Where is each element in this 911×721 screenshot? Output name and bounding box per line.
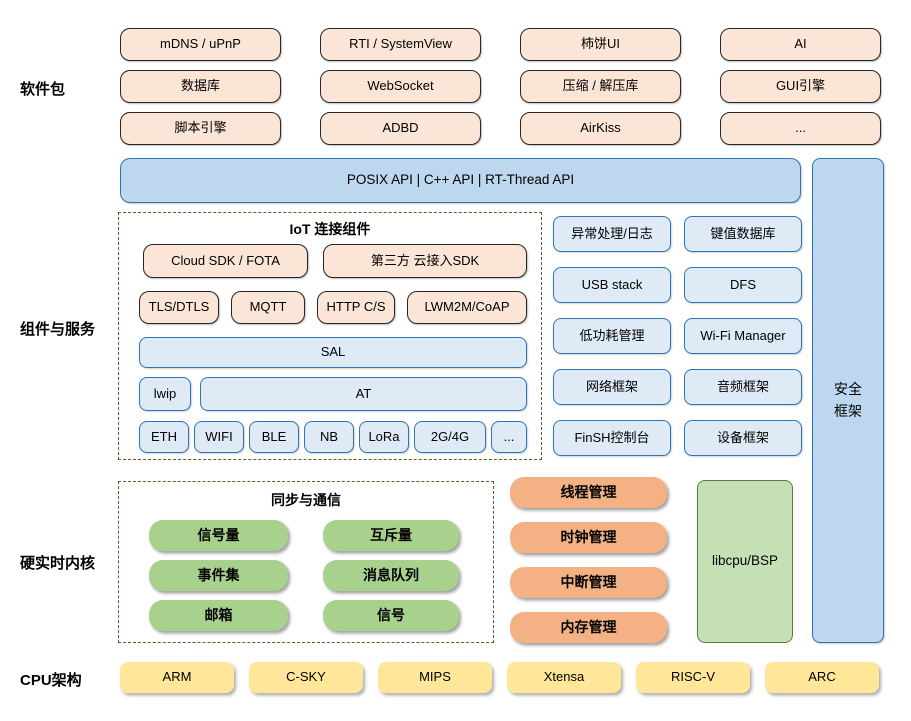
iot-components-box: IoT 连接组件 Cloud SDK / FOTA 第三方 云接入SDK TLS… (118, 212, 542, 460)
api-bar: POSIX API | C++ API | RT-Thread API (120, 158, 801, 203)
package-box-database: 数据库 (120, 70, 281, 103)
lwip-at-row: lwip AT (139, 377, 527, 411)
sal-box: SAL (139, 337, 527, 368)
finsh-console-box: FinSH控制台 (553, 420, 671, 456)
sync-grid: 信号量 互斥量 事件集 消息队列 邮箱 信号 (149, 520, 459, 631)
link-layer-row: ETH WIFI BLE NB LoRa 2G/4G ... (139, 421, 527, 453)
semaphore-pill: 信号量 (149, 520, 288, 551)
thread-mgmt-pill: 线程管理 (510, 477, 667, 508)
eth-box: ETH (139, 421, 189, 453)
low-power-mgmt-box: 低功耗管理 (553, 318, 671, 354)
dfs-box: DFS (684, 267, 802, 303)
exception-log-box: 异常处理/日志 (553, 216, 671, 252)
iot-components-title: IoT 连接组件 (289, 221, 371, 237)
label-software-packages: 软件包 (20, 81, 66, 98)
arm-box: ARM (120, 662, 234, 693)
package-box-rti-systemview: RTI / SystemView (320, 28, 481, 61)
iot-protocol-row: TLS/DTLS MQTT HTTP C/S LWM2M/CoAP (139, 291, 527, 324)
label-components-services: 组件与服务 (20, 321, 96, 338)
services-grid: 异常处理/日志 键值数据库 USB stack DFS 低功耗管理 Wi-Fi … (553, 216, 802, 456)
third-party-cloud-sdk-box: 第三方 云接入SDK (323, 244, 527, 278)
c-sky-box: C-SKY (249, 662, 363, 693)
package-box-websocket: WebSocket (320, 70, 481, 103)
clock-mgmt-pill: 时钟管理 (510, 522, 667, 553)
package-box-gui-engine: GUI引擎 (720, 70, 881, 103)
package-box-ai: AI (720, 28, 881, 61)
lwip-box: lwip (139, 377, 191, 411)
mqtt-box: MQTT (231, 291, 305, 324)
mips-box: MIPS (378, 662, 492, 693)
wifi-manager-box: Wi-Fi Manager (684, 318, 802, 354)
xtensa-box: Xtensa (507, 662, 621, 693)
cloud-sdk-fota-box: Cloud SDK / FOTA (143, 244, 308, 278)
package-box-script-engine: 脚本引擎 (120, 112, 281, 145)
risc-v-box: RISC-V (636, 662, 750, 693)
cpu-architecture-row: ARM C-SKY MIPS Xtensa RISC-V ARC (120, 662, 879, 693)
kv-database-box: 键值数据库 (684, 216, 802, 252)
security-framework-bar: 安全框架 (812, 158, 884, 643)
label-hard-realtime-kernel: 硬实时内核 (20, 555, 96, 572)
message-queue-pill: 消息队列 (323, 560, 459, 591)
tls-dtls-box: TLS/DTLS (139, 291, 219, 324)
mutex-pill: 互斥量 (323, 520, 459, 551)
package-box-airkiss: AirKiss (520, 112, 681, 145)
package-box-more: ... (720, 112, 881, 145)
label-cpu-architecture: CPU架构 (20, 672, 82, 689)
signal-pill: 信号 (323, 600, 459, 631)
iot-cloud-row: Cloud SDK / FOTA 第三方 云接入SDK (143, 244, 527, 278)
event-set-pill: 事件集 (149, 560, 288, 591)
arc-box: ARC (765, 662, 879, 693)
package-box-mdns-upnp: mDNS / uPnP (120, 28, 281, 61)
network-framework-box: 网络框架 (553, 369, 671, 405)
usb-stack-box: USB stack (553, 267, 671, 303)
nb-box: NB (304, 421, 354, 453)
ble-box: BLE (249, 421, 299, 453)
security-framework-label: 安全框架 (834, 380, 862, 419)
mailbox-pill: 邮箱 (149, 600, 288, 631)
audio-framework-box: 音频框架 (684, 369, 802, 405)
http-cs-box: HTTP C/S (317, 291, 395, 324)
wifi-box: WIFI (194, 421, 244, 453)
interrupt-mgmt-pill: 中断管理 (510, 567, 667, 598)
kernel-management-stack: 线程管理 时钟管理 中断管理 内存管理 (510, 477, 667, 643)
lwm2m-coap-box: LWM2M/CoAP (407, 291, 527, 324)
package-box-compression: 压缩 / 解压库 (520, 70, 681, 103)
links-more-box: ... (491, 421, 527, 453)
device-framework-box: 设备框架 (684, 420, 802, 456)
at-box: AT (200, 377, 527, 411)
2g-4g-box: 2G/4G (414, 421, 486, 453)
sync-communication-box: 同步与通信 信号量 互斥量 事件集 消息队列 邮箱 信号 (118, 481, 494, 643)
package-box-persimmon-ui: 柿饼UI (520, 28, 681, 61)
sal-row: SAL (139, 337, 527, 368)
lora-box: LoRa (359, 421, 409, 453)
memory-mgmt-pill: 内存管理 (510, 612, 667, 643)
libcpu-bsp-box: libcpu/BSP (697, 480, 793, 643)
software-packages-grid: mDNS / uPnP RTI / SystemView 柿饼UI AI 数据库… (120, 28, 881, 145)
sync-communication-title: 同步与通信 (271, 492, 341, 508)
package-box-adbd: ADBD (320, 112, 481, 145)
